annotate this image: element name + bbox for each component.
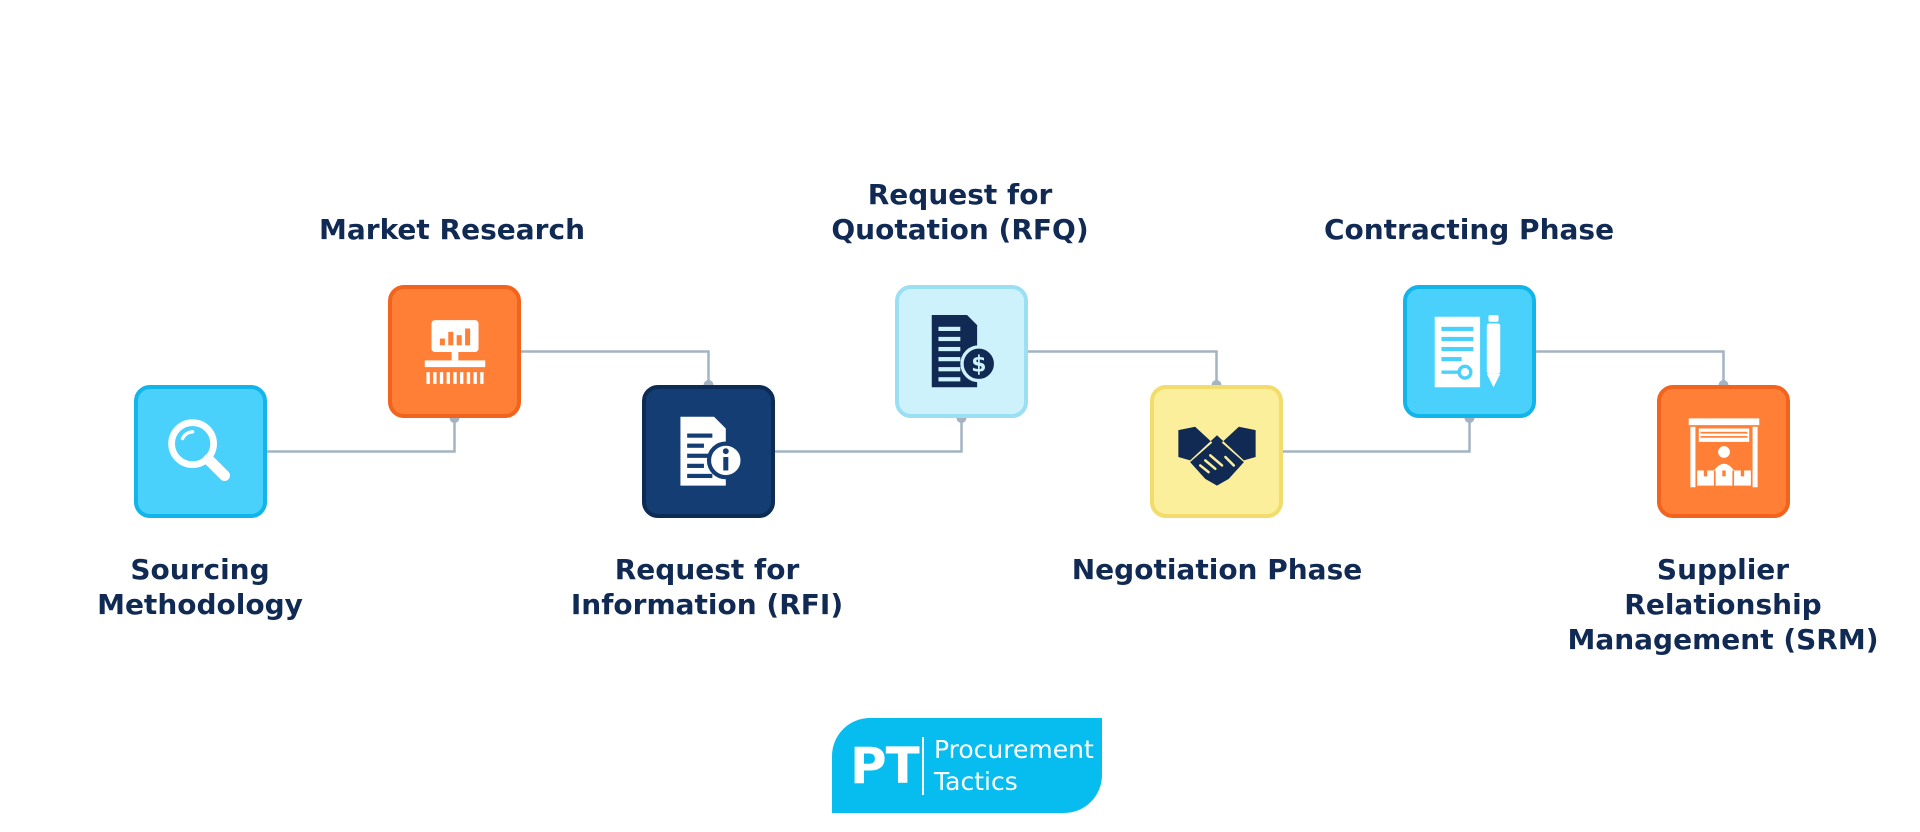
- step-box-rfi: [642, 385, 775, 518]
- magnifier-icon: [159, 410, 243, 494]
- connector-line: [775, 418, 963, 453]
- step-label-line: Market Research: [319, 213, 585, 246]
- step-label-line: Relationship: [1624, 588, 1822, 621]
- step-box-srm: [1657, 385, 1790, 518]
- step-label-line: Request for: [614, 553, 800, 586]
- step-label-negotiation: Negotiation Phase: [1037, 552, 1397, 587]
- logo-mark: PT: [850, 736, 920, 795]
- market-stall-chart-icon: [413, 310, 497, 394]
- step-label-contracting: Contracting Phase: [1289, 212, 1649, 247]
- step-box-rfq: $: [895, 285, 1028, 418]
- step-box-sourcing: [134, 385, 267, 518]
- svg-text:$: $: [971, 352, 986, 377]
- logo-divider: [922, 736, 924, 795]
- step-label-line: Quotation (RFQ): [831, 213, 1089, 246]
- connector-line: [1536, 350, 1725, 385]
- supplier-warehouse-icon: [1682, 410, 1766, 494]
- connector-line: [267, 418, 456, 453]
- logo-line-1: Procurement: [934, 734, 1094, 764]
- document-dollar-icon: $: [920, 310, 1004, 394]
- step-label-line: Contracting Phase: [1323, 213, 1615, 246]
- step-label-line: Information (RFI): [570, 588, 844, 621]
- step-box-contracting: [1403, 285, 1536, 418]
- step-box-market: [388, 285, 521, 418]
- step-label-line: Request for: [867, 178, 1053, 211]
- step-label-market: Market Research: [272, 212, 632, 247]
- handshake-icon: [1175, 410, 1259, 494]
- step-label-line: Methodology: [97, 588, 303, 621]
- connector-line: [1028, 350, 1218, 385]
- step-label-line: Sourcing: [130, 553, 270, 586]
- logo-text: Procurement Tactics: [934, 734, 1094, 798]
- document-info-icon: [667, 410, 751, 494]
- connector-line: [521, 350, 710, 385]
- step-label-line: Negotiation Phase: [1071, 553, 1363, 586]
- step-label-line: Management (SRM): [1567, 623, 1879, 656]
- contract-pen-icon: [1428, 310, 1512, 394]
- logo-line-2: Tactics: [934, 766, 1018, 796]
- step-label-line: Supplier: [1656, 553, 1790, 586]
- connector-line: [1283, 418, 1471, 453]
- procurement-tactics-logo: PT Procurement Tactics: [832, 718, 1102, 813]
- step-box-negotiation: [1150, 385, 1283, 518]
